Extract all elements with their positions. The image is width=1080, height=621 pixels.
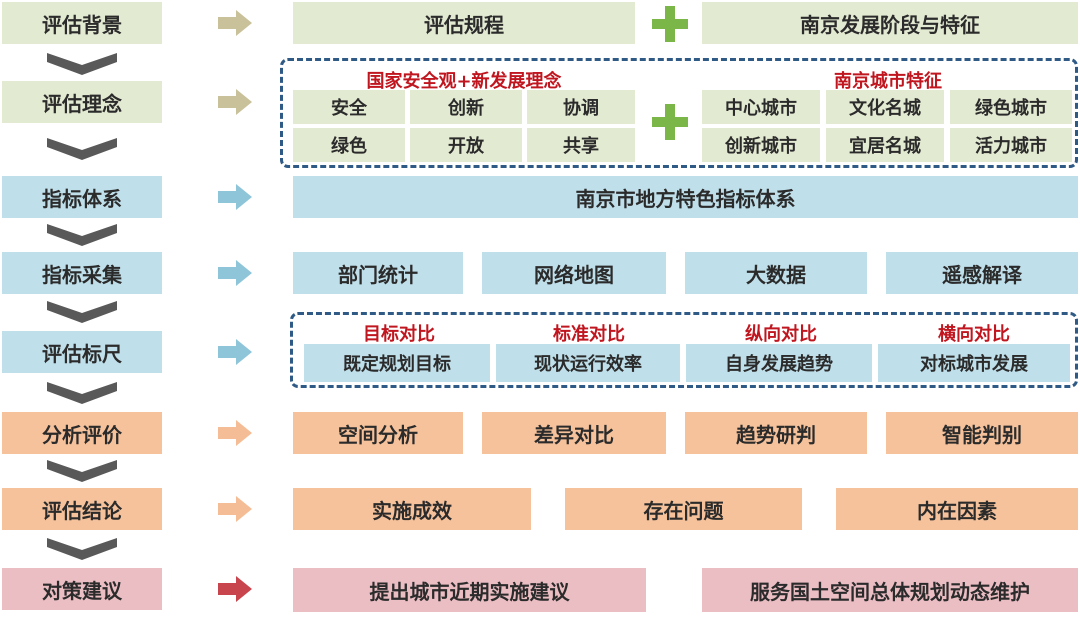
- indicator-system-box: 南京市地方特色指标体系: [293, 176, 1078, 218]
- plus-icon: [652, 104, 688, 140]
- benchmark-item: 现状运行效率: [496, 344, 680, 382]
- chevron-down-icon: [47, 138, 117, 160]
- conclusion-item: 实施成效: [293, 488, 531, 530]
- arrow-right-icon: [218, 260, 252, 286]
- concept-item: 安全: [293, 90, 405, 124]
- city-feature-item: 文化名城: [826, 90, 944, 124]
- arrow-right-icon: [218, 576, 252, 602]
- city-feature-item: 创新城市: [702, 128, 820, 162]
- collection-item: 网络地图: [482, 252, 666, 294]
- arrow-right-icon: [218, 89, 252, 115]
- stage-benchmark: 评估标尺: [2, 331, 162, 373]
- city-feature-item: 中心城市: [702, 90, 820, 124]
- stage-analysis: 分析评价: [2, 412, 162, 454]
- city-feature-item: 宜居名城: [826, 128, 944, 162]
- chevron-down-icon: [47, 224, 117, 246]
- chevron-down-icon: [47, 53, 117, 75]
- benchmark-title: 目标对比: [363, 324, 435, 345]
- stage-indicator-system: 指标体系: [2, 176, 162, 218]
- benchmark-title: 标准对比: [553, 324, 625, 345]
- suggestion-item: 提出城市近期实施建议: [293, 568, 646, 612]
- arrow-right-icon: [218, 184, 252, 210]
- concept-dashed-frame: [280, 58, 1078, 168]
- benchmark-title: 纵向对比: [745, 324, 817, 345]
- stage-conclusion: 评估结论: [2, 488, 162, 530]
- concept-item: 开放: [410, 128, 522, 162]
- stage-suggestion: 对策建议: [2, 568, 162, 610]
- arrow-right-icon: [218, 10, 252, 36]
- city-feature-item: 绿色城市: [950, 90, 1072, 124]
- concept-item: 创新: [410, 90, 522, 124]
- arrow-right-icon: [218, 420, 252, 446]
- chevron-down-icon: [47, 301, 117, 323]
- concept-item: 共享: [527, 128, 635, 162]
- chevron-down-icon: [47, 538, 117, 560]
- stage-background: 评估背景: [2, 2, 162, 44]
- benchmark-item: 自身发展趋势: [686, 344, 872, 382]
- conclusion-item: 内在因素: [836, 488, 1078, 530]
- conclusion-item: 存在问题: [565, 488, 802, 530]
- stage-concept: 评估理念: [2, 81, 162, 123]
- concept-item: 协调: [527, 90, 635, 124]
- arrow-right-icon: [218, 339, 252, 365]
- analysis-item: 智能判别: [886, 412, 1078, 454]
- benchmark-item: 既定规划目标: [304, 344, 490, 382]
- chevron-down-icon: [47, 460, 117, 482]
- arrow-right-icon: [218, 496, 252, 522]
- background-regulation-box: 评估规程: [293, 2, 635, 44]
- analysis-item: 趋势研判: [685, 412, 867, 454]
- city-feature-item: 活力城市: [950, 128, 1072, 162]
- chevron-down-icon: [47, 382, 117, 404]
- stage-indicator-collection: 指标采集: [2, 252, 162, 294]
- collection-item: 部门统计: [293, 252, 463, 294]
- analysis-item: 空间分析: [293, 412, 463, 454]
- plus-icon: [652, 6, 688, 42]
- benchmark-dashed-frame: [290, 312, 1078, 388]
- collection-item: 遥感解译: [886, 252, 1078, 294]
- analysis-item: 差异对比: [482, 412, 666, 454]
- benchmark-item: 对标城市发展: [878, 344, 1070, 382]
- concept-right-title: 南京城市特征: [834, 71, 942, 92]
- concept-left-title: 国家安全观+新发展理念: [366, 71, 562, 92]
- background-nanjing-stage-box: 南京发展阶段与特征: [702, 2, 1078, 44]
- suggestion-item: 服务国土空间总体规划动态维护: [702, 568, 1078, 612]
- collection-item: 大数据: [685, 252, 867, 294]
- concept-item: 绿色: [293, 128, 405, 162]
- benchmark-title: 横向对比: [938, 324, 1010, 345]
